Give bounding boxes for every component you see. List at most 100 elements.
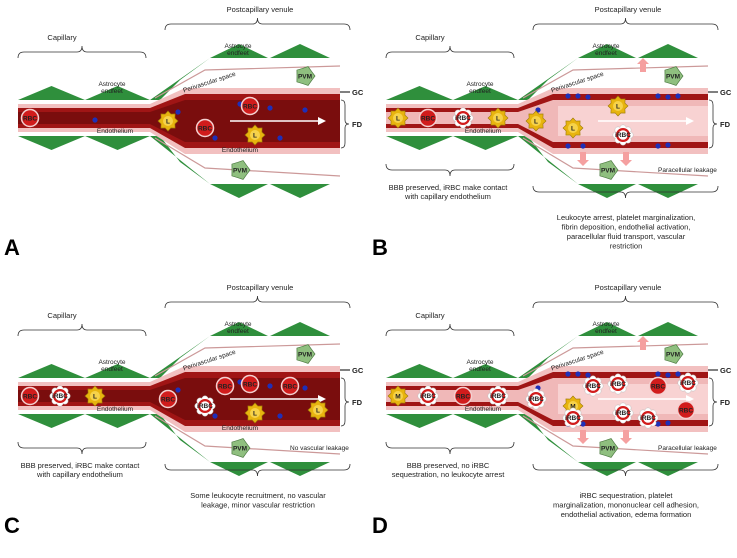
leakage-arrow-icon [620,152,632,166]
irbc-icon: iRBC [194,395,216,417]
platelet-icon [675,371,681,377]
astrocyte-endfoot [386,136,453,150]
leukocyte-label: M [395,394,400,401]
leukocyte-nucleus [568,123,578,133]
perivascular-boundary [522,65,709,99]
leukocyte-nucleus [493,113,503,123]
leukocyte-nucleus [393,391,403,401]
platelet-icon [565,143,571,149]
astrocyte-label: endfeet [101,88,123,95]
astrocyte-flare [150,136,210,184]
venule-title: Postcapillary venule [227,283,294,292]
platelet-icon [175,109,181,115]
venule-brace [164,295,351,309]
capillary-caption: BBB preserved, no iRBC [407,461,490,470]
gc-label: GC [720,88,732,97]
platelet-icon [535,107,541,113]
leakage-arrow-icon [637,336,649,350]
irbc-icon: iRBC [677,372,699,394]
venule-title: Postcapillary venule [227,5,294,14]
flow-arrowhead [686,117,694,125]
astrocyte-endfoot [386,86,453,100]
venule-brace [164,17,351,31]
fd-label: FD [352,398,363,407]
platelet-icon [675,93,681,99]
leukocyte-nucleus [313,405,323,415]
astrocyte-label: Astrocyte [224,43,251,50]
endothelium-label: Endothelium [222,425,258,432]
pvm-icon [664,344,684,364]
platelet-icon [655,421,661,427]
irbc-label: iRBC [490,393,506,400]
leukocyte-nucleus [613,101,623,111]
astrocyte-endfoot [85,414,150,428]
platelet-icon [212,135,218,141]
capillary-title: Capillary [47,311,76,320]
irbc-parasite [683,378,693,388]
capillary-caption-brace [385,441,515,455]
venule-caption: fibrin deposition, endothelial activatio… [562,223,691,232]
leukocyte-nucleus [568,401,578,411]
leukocyte-label: L [253,411,257,418]
astrocyte-label: Astrocyte [224,321,251,328]
fd-brace [340,377,350,427]
fd-brace [708,377,718,427]
astrocyte-label: Astrocyte [466,359,493,366]
irbc-icon: iRBC [607,373,629,395]
astrocyte-label: Astrocyte [592,321,619,328]
pvm-icon [296,66,316,86]
capillary-caption: with capillary endothelium [404,192,491,201]
astrocyte-endfoot [578,184,636,198]
astrocyte-label: endfeet [227,50,249,57]
fd-label: FD [352,120,363,129]
rbc-icon [195,118,215,138]
pvm-label: PVM [233,445,247,452]
capillary-brace [17,323,147,337]
capillary-title: Capillary [47,33,76,42]
platelet-icon [267,105,273,111]
irbc-label: iRBC [565,415,581,422]
astrocyte-flare [518,136,578,184]
astrocyte-endfoot [578,322,636,336]
venule-caption: Some leukocyte recruitment, no vascular [190,491,326,500]
platelet-icon [212,413,218,419]
leukocyte-label: L [93,394,97,401]
astrocyte-endfoot [578,44,636,58]
leukocyte-label: L [166,119,170,126]
endothelium-label: Endothelium [222,147,258,154]
irbc-parasite [618,130,628,140]
rbc-icon [215,376,235,396]
astrocyte-endfoot [638,184,698,198]
rbc-label: RBC [243,381,257,388]
venule-caption-brace [532,185,719,199]
rbc-label: RBC [651,383,665,390]
astrocyte-label: Astrocyte [592,43,619,50]
rbc-label: RBC [679,407,693,414]
leukocyte-label: L [253,133,257,140]
perivascular-boundary [154,343,341,377]
astrocyte-endfoot [18,414,85,428]
perivascular-boundary [154,415,341,455]
pvm-label: PVM [298,351,312,358]
astrocyte-endfoot [453,364,518,378]
astrocyte-label: endfeet [469,366,491,373]
astrocyte-endfoot [386,364,453,378]
irbc-icon: iRBC [49,385,71,407]
astrocyte-endfoot [210,44,268,58]
pvm-icon [599,438,619,458]
endothelium-label: Endothelium [465,406,501,413]
astrocyte-label: endfeet [227,328,249,335]
irbc-label: iRBC [615,132,631,139]
capillary-brace [17,45,147,59]
irbc-parasite [531,394,541,404]
astrocyte-endfoot [453,414,518,428]
leukocyte-label: L [316,408,320,415]
leakage-label: No vascular leakage [290,445,349,452]
venule-caption: marginalization, mononuclear cell adhesi… [553,501,699,510]
pvm-icon [599,160,619,180]
leakage-arrow-icon [577,430,589,444]
rbc-icon [20,386,40,406]
pvm-label: PVM [601,445,615,452]
panel-letter: A [4,235,20,260]
irbc-label: iRBC [420,393,436,400]
